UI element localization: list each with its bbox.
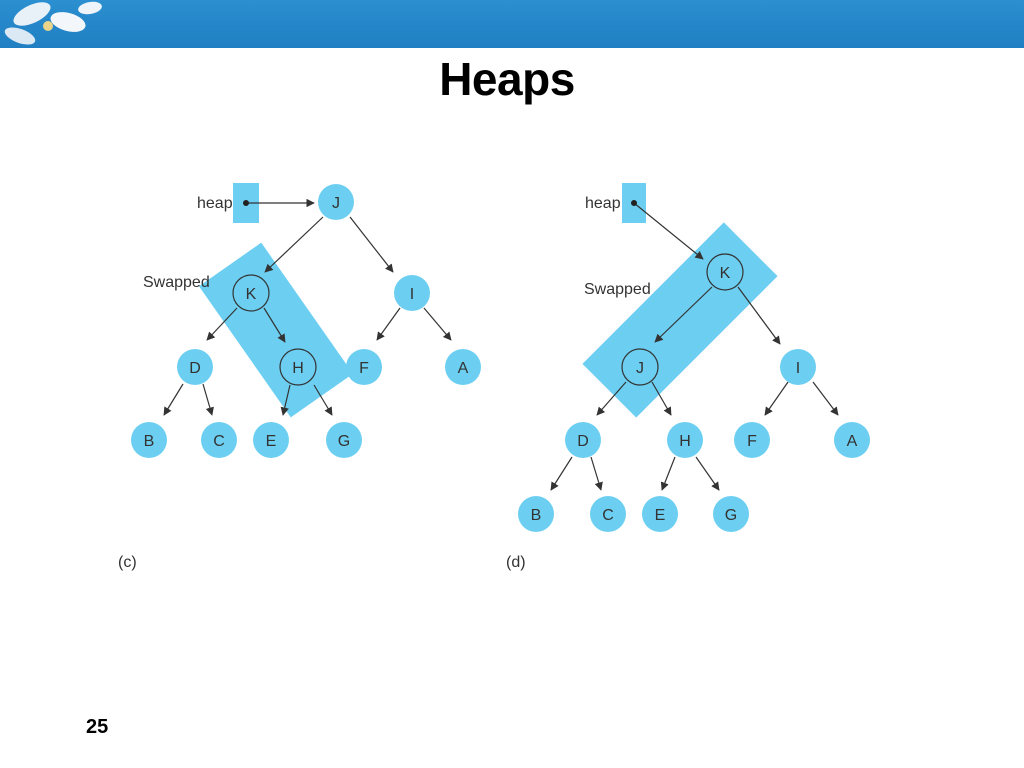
edge-d-b-d	[550, 456, 573, 491]
tree-node: A	[445, 349, 481, 385]
edge-h-g	[313, 384, 333, 416]
svg-text:A: A	[458, 360, 469, 377]
tree-node: C	[590, 496, 626, 532]
heap-label-d: heap	[585, 195, 621, 212]
tree-node: B	[518, 496, 554, 532]
svg-text:B: B	[531, 507, 542, 524]
svg-text:C: C	[602, 507, 614, 524]
tree-node-swapped: J	[621, 348, 659, 386]
swapped-label-c: Swapped	[143, 274, 210, 291]
caption-c: (c)	[118, 554, 137, 571]
tree-node: B	[131, 422, 167, 458]
edges-d	[550, 202, 839, 491]
svg-text:F: F	[747, 433, 757, 450]
edge-h-e	[280, 384, 291, 416]
svg-text:C: C	[213, 433, 225, 450]
svg-text:H: H	[292, 360, 304, 377]
tree-node: E	[253, 422, 289, 458]
edge-i-a	[423, 307, 452, 341]
edge-h-g-d	[695, 456, 720, 491]
edge-d-b	[163, 383, 184, 416]
tree-node: J	[318, 184, 354, 220]
tree-node-swapped: K	[706, 253, 744, 291]
heap-label-c: heap	[197, 195, 233, 212]
nodes-c: J K I D H F A	[131, 184, 481, 458]
svg-text:G: G	[338, 433, 350, 450]
edge-d-c	[202, 383, 214, 416]
svg-text:F: F	[359, 360, 369, 377]
diagram-d: heap Swapped (d) K J	[506, 183, 870, 571]
edge-j-d	[596, 381, 627, 416]
tree-node: G	[326, 422, 362, 458]
slide-title: Heaps	[439, 53, 575, 105]
svg-text:E: E	[266, 433, 277, 450]
svg-text:I: I	[796, 360, 800, 377]
svg-text:I: I	[410, 286, 414, 303]
svg-text:G: G	[725, 507, 737, 524]
top-banner	[0, 0, 1024, 48]
swapped-label-d: Swapped	[584, 281, 651, 298]
edge-d-c-d	[590, 456, 603, 491]
tree-node: F	[734, 422, 770, 458]
edge-j-k	[264, 216, 324, 273]
edges-c	[163, 198, 452, 416]
tree-node-swapped: K	[232, 274, 270, 312]
svg-text:D: D	[577, 433, 589, 450]
edge-k-h	[263, 307, 286, 343]
swap-highlight-c	[198, 242, 354, 418]
edge-k-d	[206, 307, 238, 341]
svg-text:J: J	[636, 360, 644, 377]
swap-highlight-d	[582, 222, 778, 418]
tree-node: H	[667, 422, 703, 458]
svg-text:K: K	[246, 286, 257, 303]
flower-decoration-icon	[4, 1, 102, 45]
edge-j-i	[349, 216, 394, 273]
tree-node: A	[834, 422, 870, 458]
pointer-dot-c	[243, 200, 249, 206]
svg-text:B: B	[144, 433, 155, 450]
tree-node: D	[565, 422, 601, 458]
tree-node: I	[394, 275, 430, 311]
tree-node: D	[177, 349, 213, 385]
svg-text:A: A	[847, 433, 858, 450]
nodes-d: K J I D H F A	[518, 253, 870, 532]
pointer-dot-d	[631, 200, 637, 206]
edge-j-h	[651, 381, 672, 416]
edge-h-e-d	[660, 456, 676, 491]
edge-k-i	[737, 286, 781, 345]
slide-number: 25	[86, 716, 109, 738]
tree-node: F	[346, 349, 382, 385]
diagram-c: heap Swapped (c) J K	[118, 183, 481, 571]
edge-i-a-d	[812, 381, 839, 416]
pointer-edge-d	[633, 202, 704, 260]
edge-i-f	[376, 307, 401, 341]
tree-node-swapped: H	[279, 348, 317, 386]
caption-d: (d)	[506, 554, 526, 571]
tree-node: G	[713, 496, 749, 532]
svg-text:K: K	[720, 265, 731, 282]
svg-text:D: D	[189, 360, 201, 377]
svg-text:J: J	[332, 195, 340, 212]
tree-node: I	[780, 349, 816, 385]
svg-text:H: H	[679, 433, 691, 450]
tree-node: E	[642, 496, 678, 532]
svg-text:E: E	[655, 507, 666, 524]
tree-node: C	[201, 422, 237, 458]
edge-k-j	[654, 286, 713, 343]
edge-i-f-d	[764, 381, 789, 416]
